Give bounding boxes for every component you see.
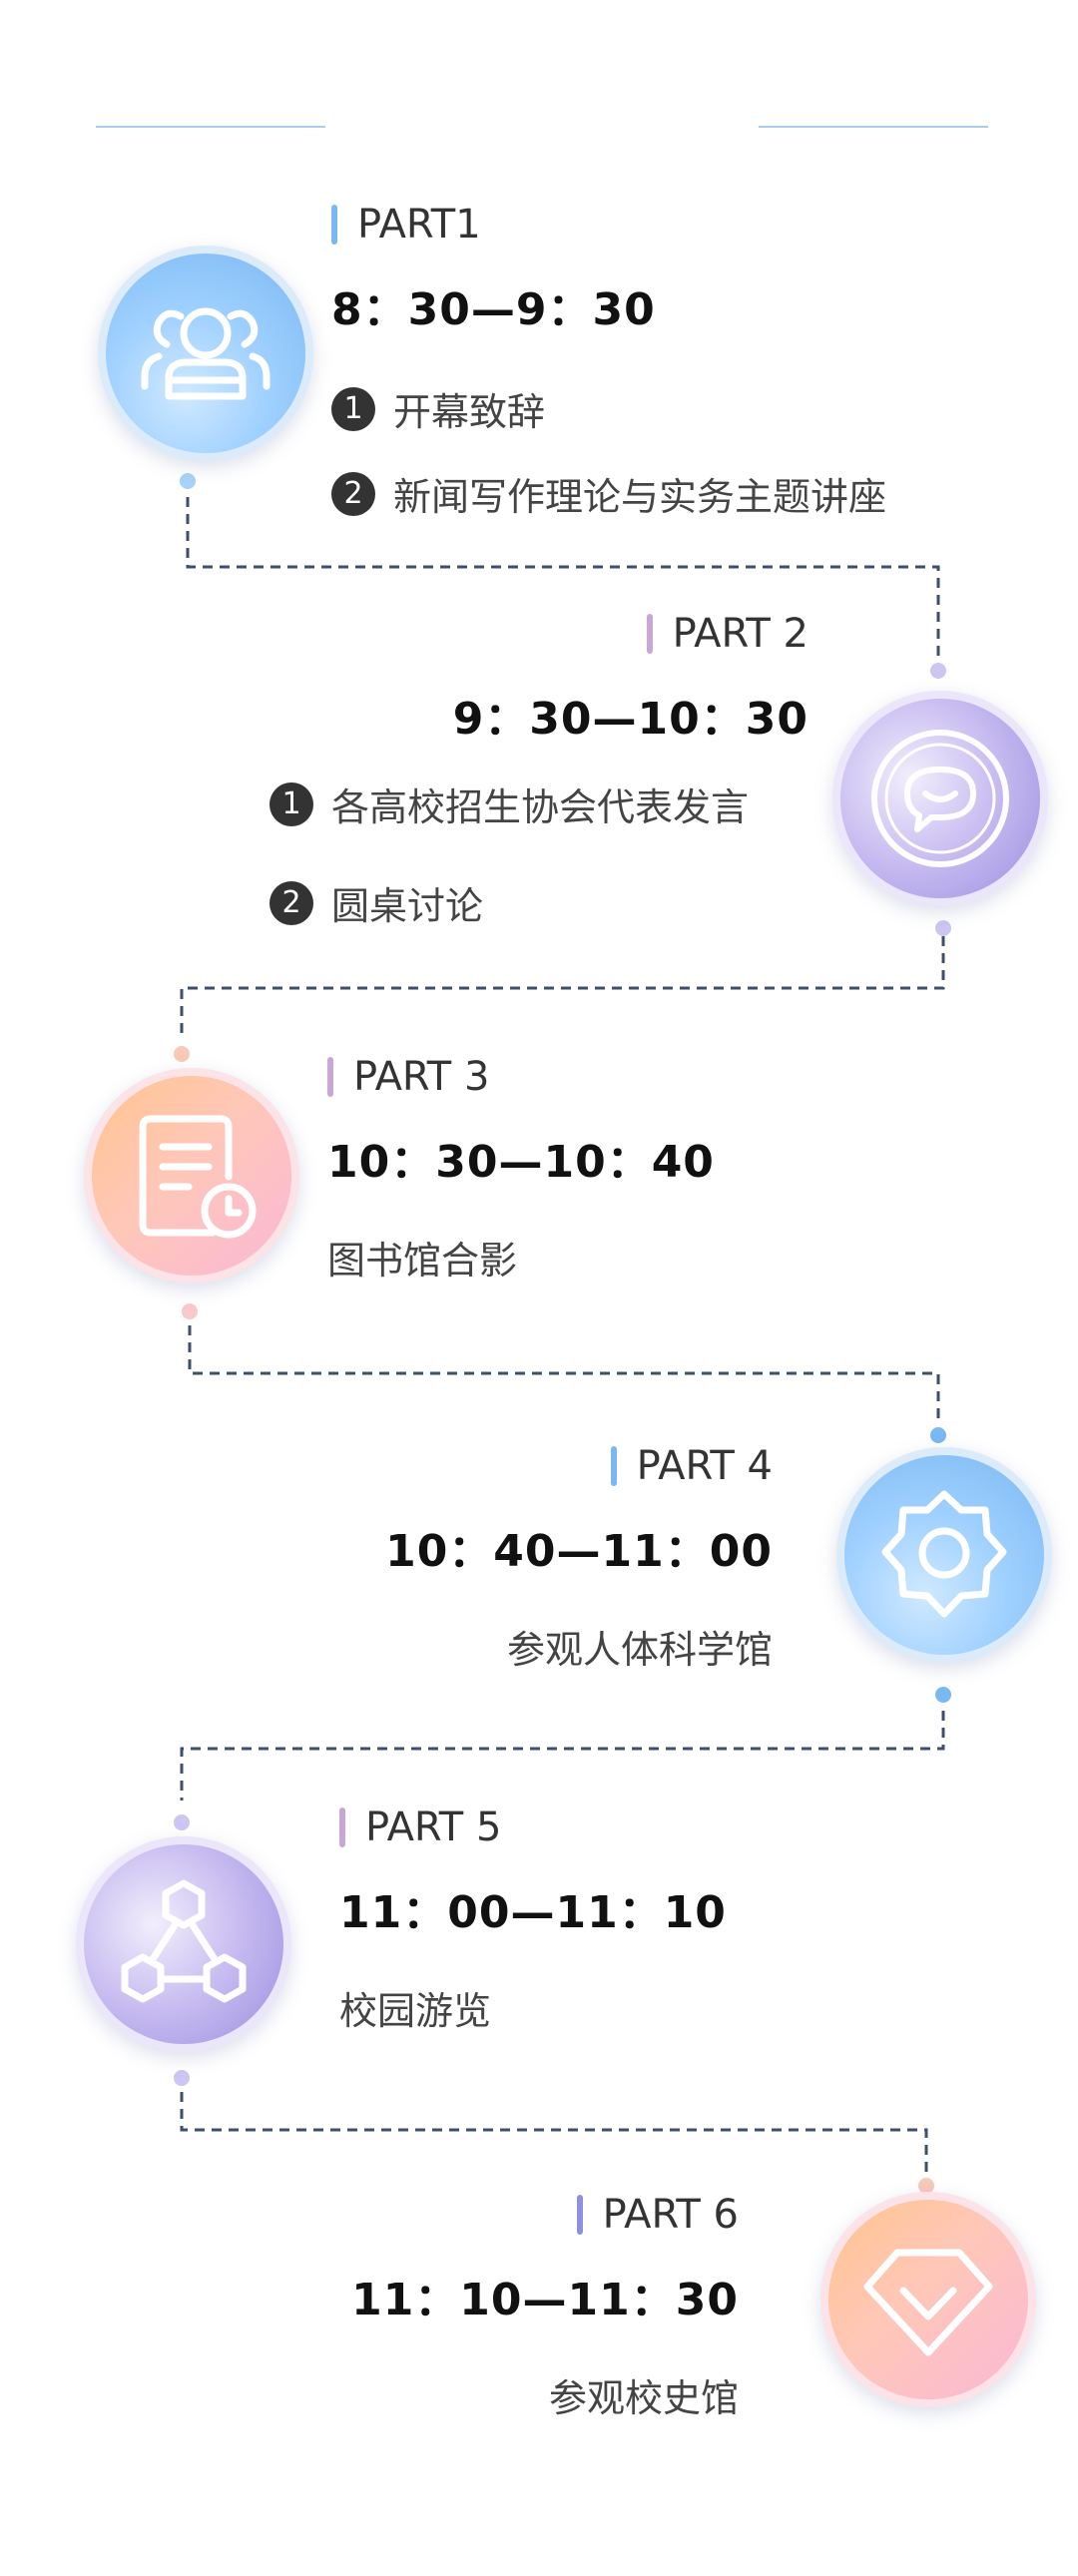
- part-label: PART 2: [250, 611, 808, 657]
- label-bar: [646, 614, 653, 654]
- connector-3-4: [188, 1325, 940, 1421]
- part-time: 9：30—10：30: [452, 694, 808, 745]
- agenda-item-text: 图书馆合影: [327, 1239, 518, 1283]
- part-label-text: PART 5: [365, 1804, 502, 1850]
- part-label-text: PART1: [357, 202, 481, 248]
- part-time: 11：10—11：30: [351, 2275, 739, 2325]
- chat-bubble-icon: [871, 730, 1009, 867]
- users-group-icon: [141, 307, 270, 400]
- part-time: 8：30—9：30: [331, 284, 656, 335]
- agenda-item-text: 参观校史馆: [548, 2376, 739, 2420]
- dot-part6-top: [918, 2178, 934, 2194]
- dot-part2-top: [930, 663, 946, 679]
- part-time: 11：00—11：10: [339, 1887, 727, 1938]
- hexagon-network-icon: [121, 1879, 247, 2003]
- dot-part3-top: [174, 1046, 190, 1062]
- part-label-text: PART 6: [602, 2192, 739, 2238]
- number-badge: 1: [331, 386, 375, 431]
- part-label: PART 6: [180, 2192, 739, 2238]
- document-clock-icon: [139, 1115, 257, 1239]
- part1-content: PART1 8：30—9：30 1 开幕致辞 2 新闻写作理论与实务主题讲座: [331, 202, 1030, 521]
- part-label-text: PART 3: [353, 1054, 490, 1100]
- label-bar: [339, 1807, 345, 1847]
- gear-icon: [881, 1490, 1007, 1618]
- label-bar: [331, 205, 337, 245]
- agenda-item-text: 各高校招生协会代表发言: [331, 785, 750, 829]
- agenda-item-text: 校园游览: [339, 1989, 492, 2033]
- number-badge: 2: [331, 471, 375, 516]
- dot-part1-bottom: [180, 473, 196, 489]
- dot-part5-bottom: [174, 2070, 190, 2086]
- connector-1-2: [186, 497, 940, 657]
- agenda-item-text: 开幕致辞: [393, 390, 546, 434]
- connector-4-5: [180, 1711, 945, 1801]
- label-bar: [327, 1057, 333, 1097]
- agenda-item: 2 新闻写作理论与实务主题讲座: [331, 466, 1030, 521]
- part-label: PART 3: [327, 1054, 926, 1100]
- dot-part2-bottom: [935, 920, 951, 936]
- agenda-item-text: 参观人体科学馆: [506, 1628, 773, 1672]
- part-label: PART1: [331, 202, 1030, 248]
- top-line-left: [96, 126, 325, 128]
- part4-content: PART 4 10：40—11：00 参观人体科学馆: [210, 1443, 773, 1674]
- number-badge: 2: [270, 880, 313, 925]
- label-bar: [576, 2195, 583, 2235]
- dot-part3-bottom: [182, 1303, 198, 1319]
- part3-icon-circle: [84, 1068, 299, 1284]
- part-label: PART 5: [339, 1804, 938, 1850]
- part1-icon-circle: [98, 246, 313, 461]
- part6-icon-circle: [820, 2192, 1036, 2407]
- part3-content: PART 3 10：30—10：40 图书馆合影: [327, 1054, 926, 1285]
- diamond-check-icon: [863, 2249, 993, 2356]
- part2-content: PART 2 9：30—10：30: [250, 611, 808, 747]
- part6-content: PART 6 11：10—11：30 参观校史馆: [180, 2192, 739, 2422]
- agenda-item-text: 圆桌讨论: [331, 884, 484, 928]
- number-badge: 1: [270, 781, 313, 826]
- connector-5-6: [180, 2092, 928, 2172]
- top-line-right: [759, 126, 988, 128]
- dot-part5-top: [174, 1814, 190, 1830]
- part5-content: PART 5 11：00—11：10 校园游览: [339, 1804, 938, 2035]
- agenda-item: 1 开幕致辞: [331, 381, 1030, 436]
- dot-part4-top: [930, 1427, 946, 1443]
- part-time: 10：30—10：40: [327, 1137, 715, 1188]
- label-bar: [610, 1446, 617, 1486]
- dot-part4-bottom: [935, 1687, 951, 1703]
- agenda-item: 2 圆桌讨论: [270, 875, 828, 930]
- agenda-item-text: 新闻写作理论与实务主题讲座: [393, 475, 887, 519]
- part4-icon-circle: [836, 1447, 1052, 1663]
- connector-2-3: [180, 936, 945, 1038]
- agenda-item: 1 各高校招生协会代表发言: [270, 776, 828, 831]
- part-time: 10：40—11：00: [385, 1526, 773, 1577]
- part5-icon-circle: [76, 1836, 291, 2052]
- part2-items: 1 各高校招生协会代表发言 2 圆桌讨论: [270, 776, 828, 930]
- part-label-text: PART 2: [672, 611, 808, 657]
- part2-icon-circle: [832, 691, 1048, 906]
- part-label-text: PART 4: [636, 1443, 773, 1489]
- part-label: PART 4: [210, 1443, 773, 1489]
